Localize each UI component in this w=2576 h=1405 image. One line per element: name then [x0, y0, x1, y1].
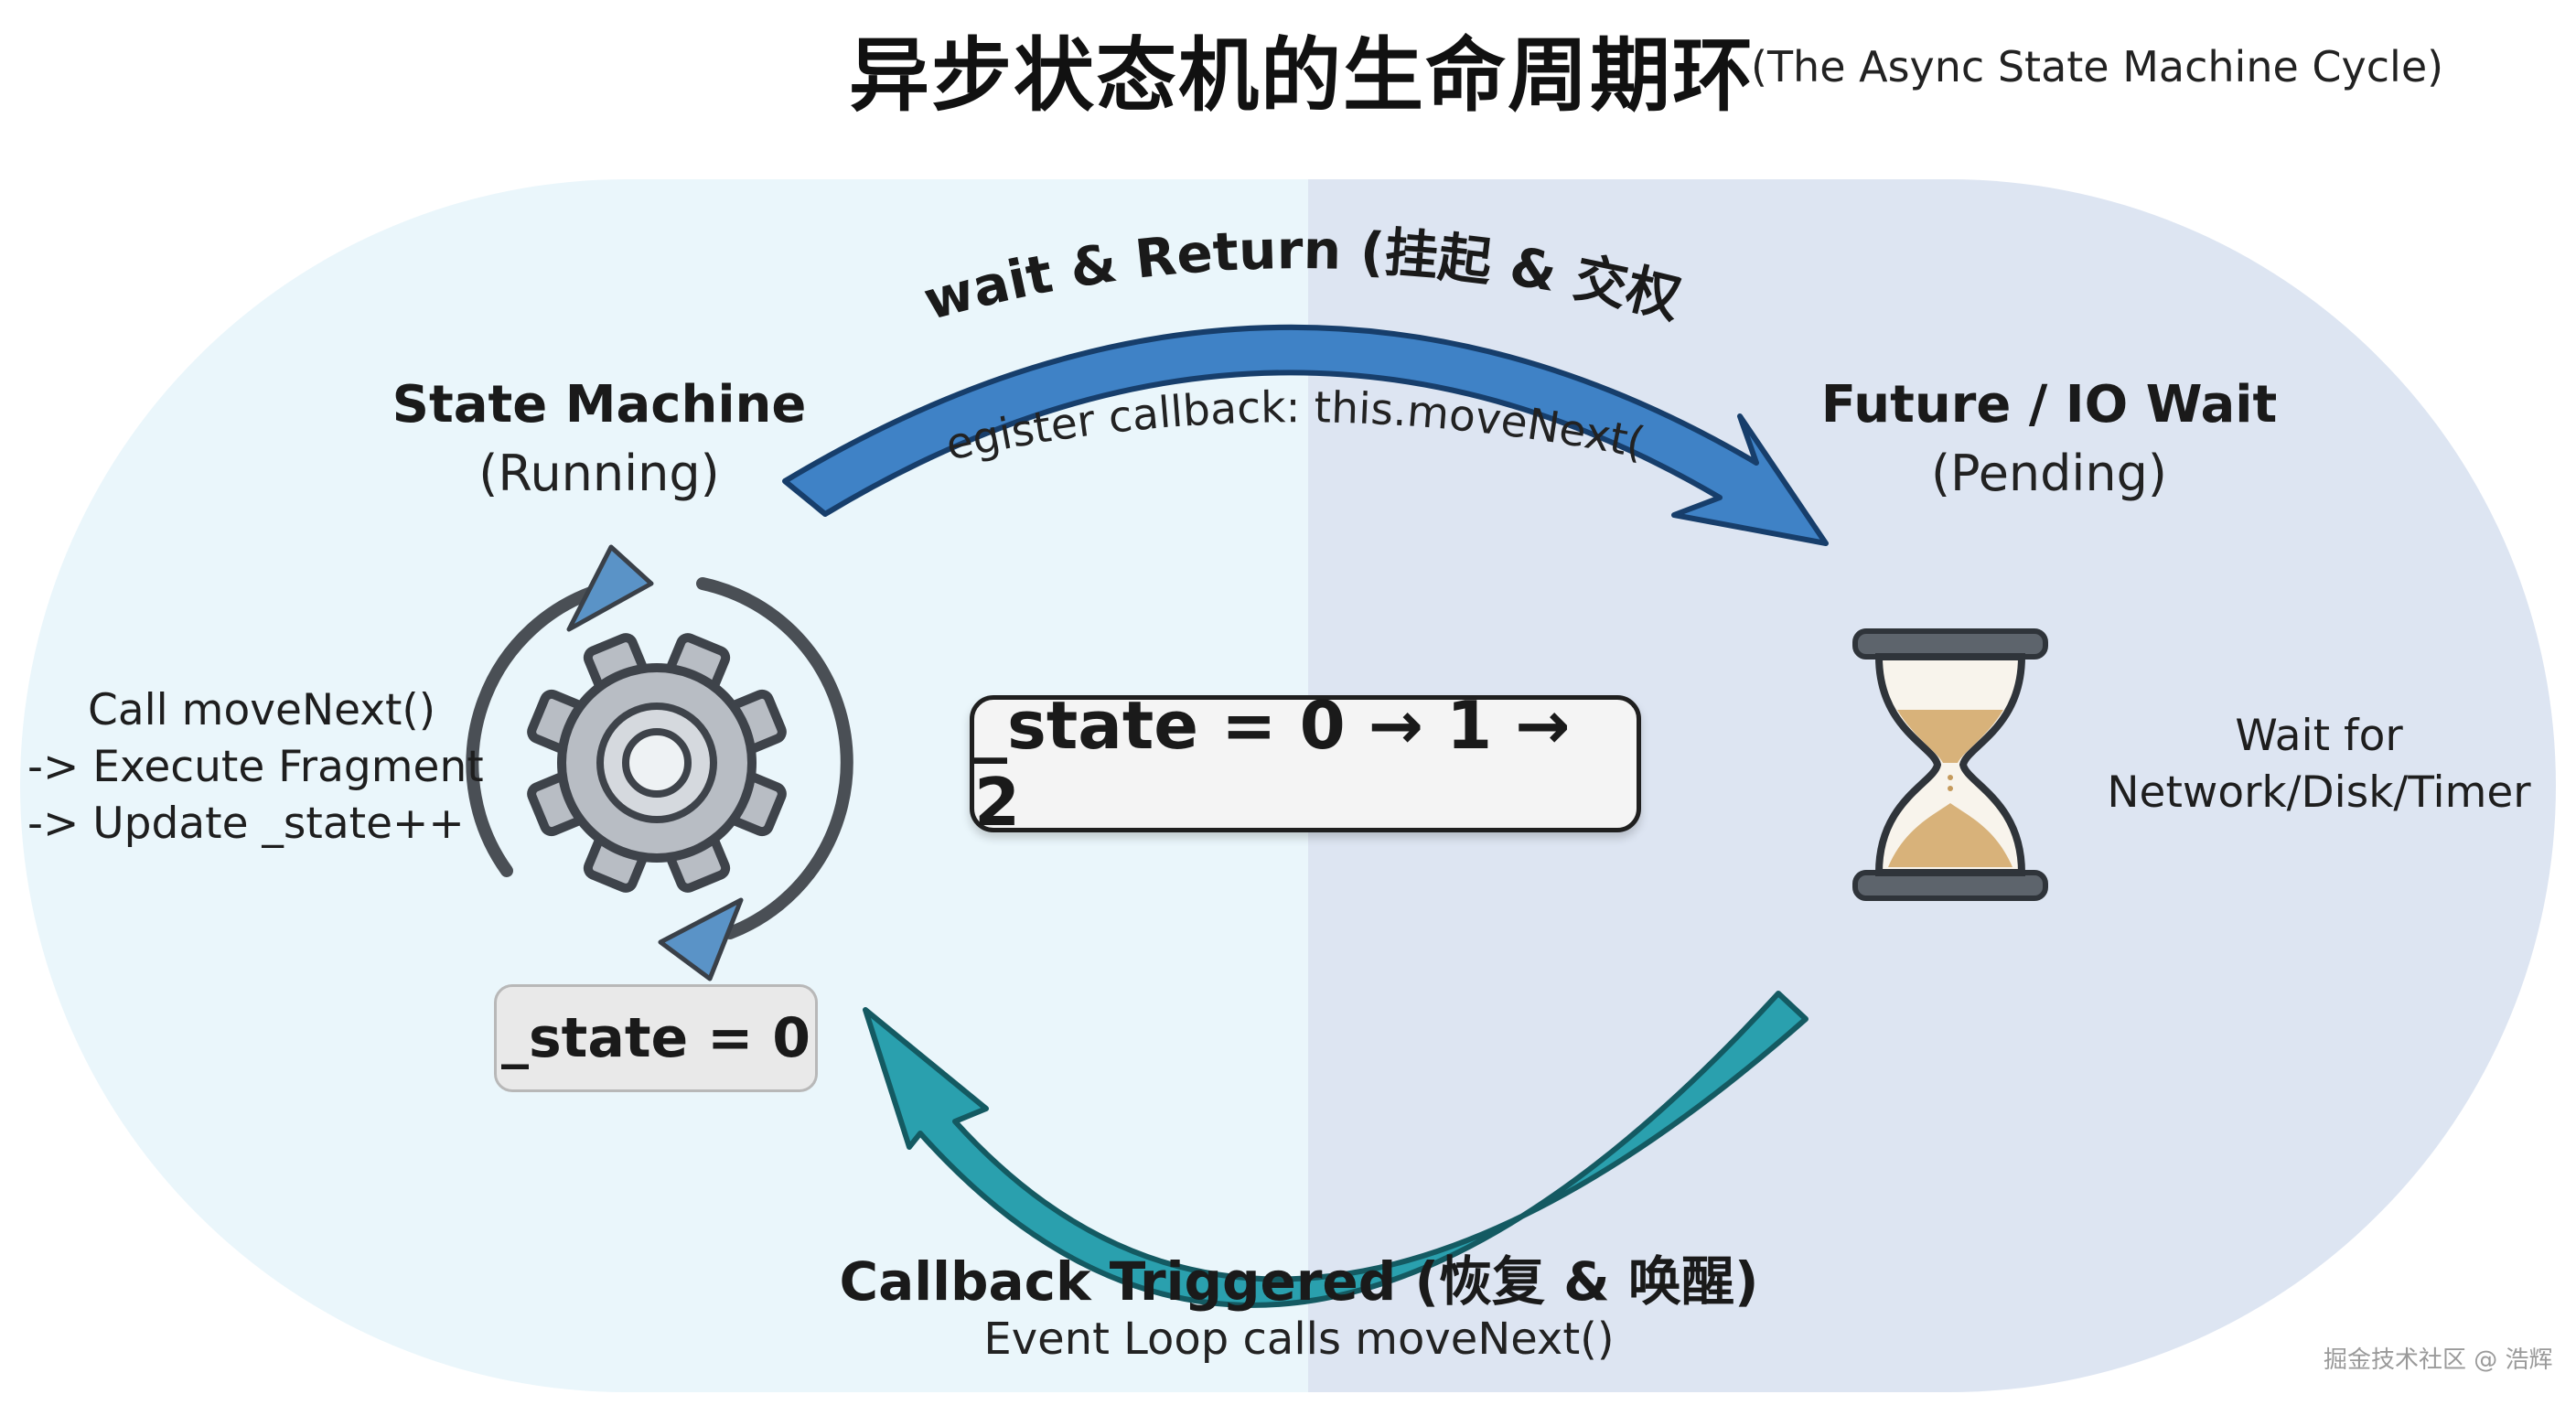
future-status: (Pending): [1930, 445, 2167, 502]
hourglass-bottom-cap: [1852, 870, 2048, 901]
hourglass-sand-top: [1897, 710, 2003, 763]
cycle-arrow-bottom: [696, 577, 853, 939]
await-return-arrow: [782, 324, 1829, 546]
step-line: -> Update _state++: [27, 799, 465, 849]
callback-triggered-arrow: [863, 991, 1809, 1308]
step-line: -> Execute Fragment: [27, 742, 484, 792]
state-machine-steps: Call moveNext() -> Execute Fragment -> U…: [27, 682, 484, 853]
state-sequence-box: _state = 0 → 1 → 2: [970, 687, 1641, 841]
watermark: 掘金技术社区 @ 浩辉: [2324, 1346, 2553, 1374]
hourglass-sand-bottom: [1888, 803, 2012, 867]
cycle-arrow-bottom-head: [658, 897, 744, 981]
cycle-arrow-top: [466, 583, 608, 877]
bottom-arrow-label: Callback Triggered (恢复 & 唤醒): [839, 1250, 1759, 1313]
bottom-arrow-sublabel: Event Loop calls moveNext(): [983, 1314, 1615, 1365]
future-description: Wait for Network/Disk/Timer: [2095, 708, 2543, 821]
future-title: Future / IO Wait: [1820, 375, 2278, 434]
sand-grain: [1948, 775, 1953, 780]
cycle-arrow-top-head: [566, 544, 654, 632]
hourglass-top-cap: [1852, 628, 2048, 660]
state-machine-status: (Running): [478, 445, 720, 502]
page-title: 异步状态机的生命周期环: [849, 28, 1755, 123]
top-arrow-body: [782, 324, 1829, 546]
future-description-line: Wait for: [2235, 711, 2403, 761]
gear-icon: [466, 544, 853, 981]
future-description-line: Network/Disk/Timer: [2107, 767, 2531, 818]
state-badge: _state = 0: [494, 984, 818, 1092]
state-machine-title: State Machine: [392, 375, 807, 434]
bottom-arrow-body: [863, 991, 1809, 1308]
gear-hole: [622, 728, 692, 798]
sand-grain: [1948, 786, 1953, 791]
step-line: Call moveNext(): [88, 685, 436, 735]
page-subtitle: (The Async State Machine Cycle): [1751, 42, 2444, 91]
hourglass-icon: [1852, 628, 2048, 901]
